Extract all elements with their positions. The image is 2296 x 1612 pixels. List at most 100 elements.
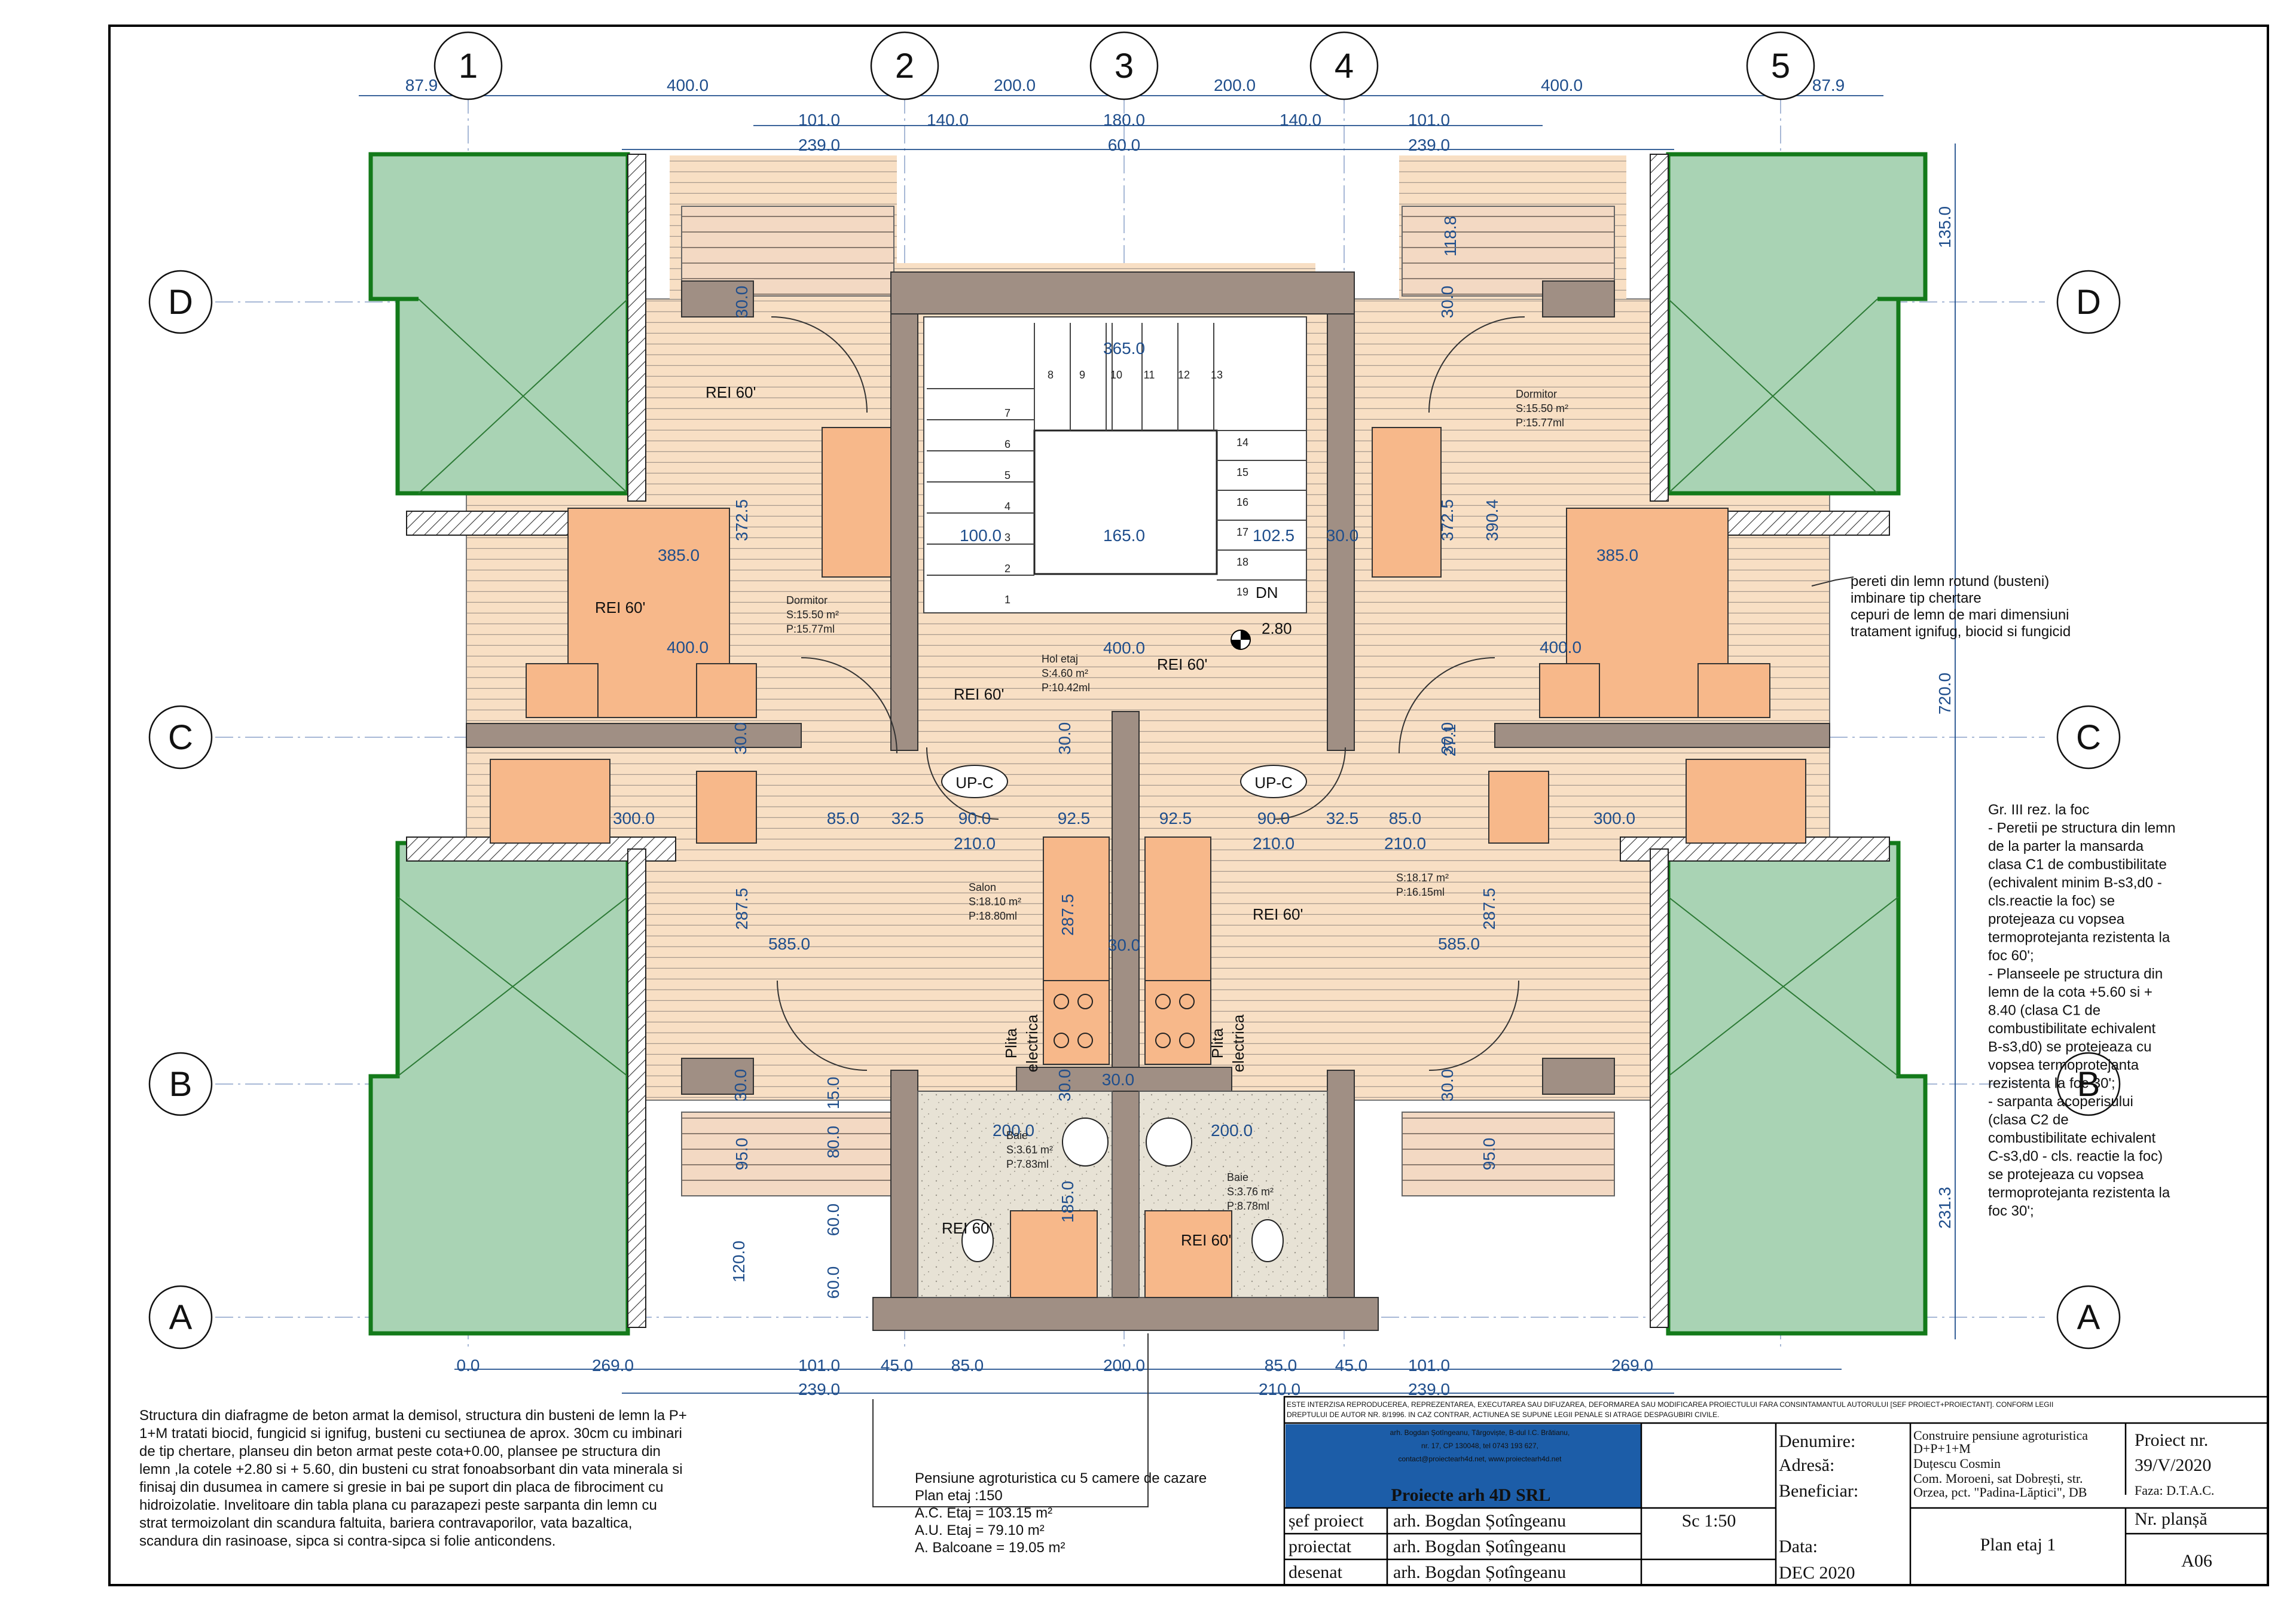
interior-dim-label: 30.0 [1326,526,1359,545]
shower-w [1010,1210,1098,1298]
grid-bubble-row [2056,270,2121,334]
firm-address: contact@proiectearh4d.net, www.proiectea… [1398,1455,1562,1463]
upc-label: UP-C [1254,774,1293,792]
room-area: S:3.61 m² [1006,1144,1053,1156]
leader-lines [872,576,1854,1507]
date-label: Data: [1779,1537,1818,1556]
grid-bubble-row [148,270,213,334]
grid-bubble-row [148,1285,213,1350]
dim-label: 85.0 [951,1356,984,1375]
stair-step-number: 2 [1004,563,1010,575]
structure-note-line: 1+M tratati biocid, fungicid si ignifug,… [139,1425,682,1442]
interior-dim-label: 30.0 [1055,722,1074,755]
room-area: S:4.60 m² [1042,667,1088,679]
stair-step-number: 3 [1004,532,1010,544]
interior-dim-label: 287.5 [1058,894,1077,936]
interior-dim-label: 92.5 [1058,809,1091,828]
toilets-sinks [961,1118,1284,1262]
interior-dim-label: 95.0 [1480,1138,1498,1171]
summary-line: A.U. Etaj = 79.10 m² [915,1522,1045,1538]
grid-row-label: B [169,1065,193,1104]
role-name: arh. Bogdan Șotîngeanu [1393,1562,1566,1582]
fire-note-line: - Peretii pe structura din lemn [1988,820,2175,836]
project-number-label: Proiect nr. [2135,1430,2208,1450]
fire-note-line: foc 30'; [1988,1203,2034,1219]
shower-e [1144,1210,1232,1298]
grid-bubble-row [2056,705,2121,770]
interior-dim-label: 32.5 [891,809,924,828]
upc-marker [941,765,1008,798]
plan-name: Plan etaj 1 [1980,1535,2056,1555]
dim-label: 140.0 [1280,111,1321,129]
grid-column-label: 1 [459,47,478,86]
stair-step-number: 10 [1110,369,1122,381]
dim-label: 140.0 [927,111,969,129]
balconies [368,152,1928,1336]
interior-walls [466,271,1830,1331]
grid-column-label: 4 [1335,47,1354,86]
room-perimeter: P:15.77ml [786,623,835,635]
fire-note-line: termoprotejanta rezistenta la [1988,930,2170,946]
stove-label: electrica [1229,1014,1247,1072]
grid-row-label: D [2076,283,2101,322]
grid-column-label: 2 [895,47,914,86]
desk-nw [822,427,891,578]
fire-note-line: clasa C1 de combustibilitate [1988,857,2167,873]
interior-dim-label: 365.0 [1103,339,1145,358]
stair-step-number: 17 [1236,526,1248,538]
stair-step-number: 14 [1236,436,1248,448]
sheet-number-label: Nr. planșă [2135,1509,2208,1529]
sheet-frame [108,25,2269,1586]
interior-dim-label: 210.0 [1253,834,1294,853]
dim-label: 239.0 [1408,1380,1450,1399]
fire-note-line: 8.40 (clasa C1 de [1988,1003,2100,1019]
fire-note-line: combustibilitate echivalent [1988,1021,2155,1037]
beneficiar-value: Orzea, pct. "Padina-Lăptici", DB [1913,1485,2087,1500]
fire-note-line: (echivalent minim B-s3,d0 - [1988,875,2162,891]
grid-bubble-col [1089,31,1159,100]
grid-row-label: D [168,283,193,322]
dim-label: 400.0 [667,76,709,94]
stove-label: electrica [1023,1014,1041,1072]
interior-dim-label: 385.0 [658,546,700,564]
interior-dim-label: 30.0 [732,286,751,319]
room-perimeter: P:16.15ml [1396,886,1445,898]
room-area: S:18.17 m² [1396,872,1449,884]
interior-dim-label: 118.8 [1441,216,1460,257]
kitchen-units [1043,836,1211,1065]
dim-label: 210.0 [1259,1380,1300,1399]
fire-note-line: rezistenta la foc 30'; [1988,1076,2115,1092]
wall-callout-line: tratament ignifug, biocid si fungicid [1851,624,2071,640]
dim-label: 0.0 [457,1356,480,1375]
project-number-value: 39/V/2020 [2135,1455,2211,1475]
interior-dim-label: 400.0 [1103,639,1145,657]
dim-label: 200.0 [1103,1356,1145,1375]
interior-dim-label: 585.0 [768,935,810,953]
room-name: Dormitor [1516,388,1557,400]
dim-label: 720.0 [1935,673,1954,715]
fire-note-line: (clasa C2 de [1988,1112,2069,1128]
stair-step-number: 18 [1236,556,1248,568]
structure-note-line: scandura din rasinoase, sipca si contra-… [139,1533,555,1549]
legal-notice: ESTE INTERZISA REPRODUCEREA, REPREZENTAR… [1287,1400,2053,1409]
firm-address: nr. 17, CP 130048, tel 0743 193 627, [1421,1442,1538,1450]
balcony-sw [368,841,630,1336]
dim-label: 45.0 [881,1356,914,1375]
structure-note-line: hidroizolatie. Invelitoare din tabla pla… [139,1497,657,1513]
interior-dim-label: 30.0 [731,722,750,755]
sofa-e [1686,759,1806,844]
room-name: Hol etaj [1042,653,1078,665]
staircase [923,316,1307,613]
grid-bubble-row [2056,1052,2121,1116]
interior-dim-label: 30.0 [1438,722,1457,755]
dim-label: 101.0 [798,111,840,129]
dim-label: 200.0 [994,76,1036,94]
role-label: desenat [1289,1562,1343,1582]
fire-note-line: combustibilitate echivalent [1988,1130,2155,1146]
balcony-hatch-lines [397,298,1899,1077]
interior-dim-label: 90.0 [958,809,991,828]
sofa-w [490,759,610,844]
fire-note-line: protejeaza cu vopsea [1988,911,2125,927]
